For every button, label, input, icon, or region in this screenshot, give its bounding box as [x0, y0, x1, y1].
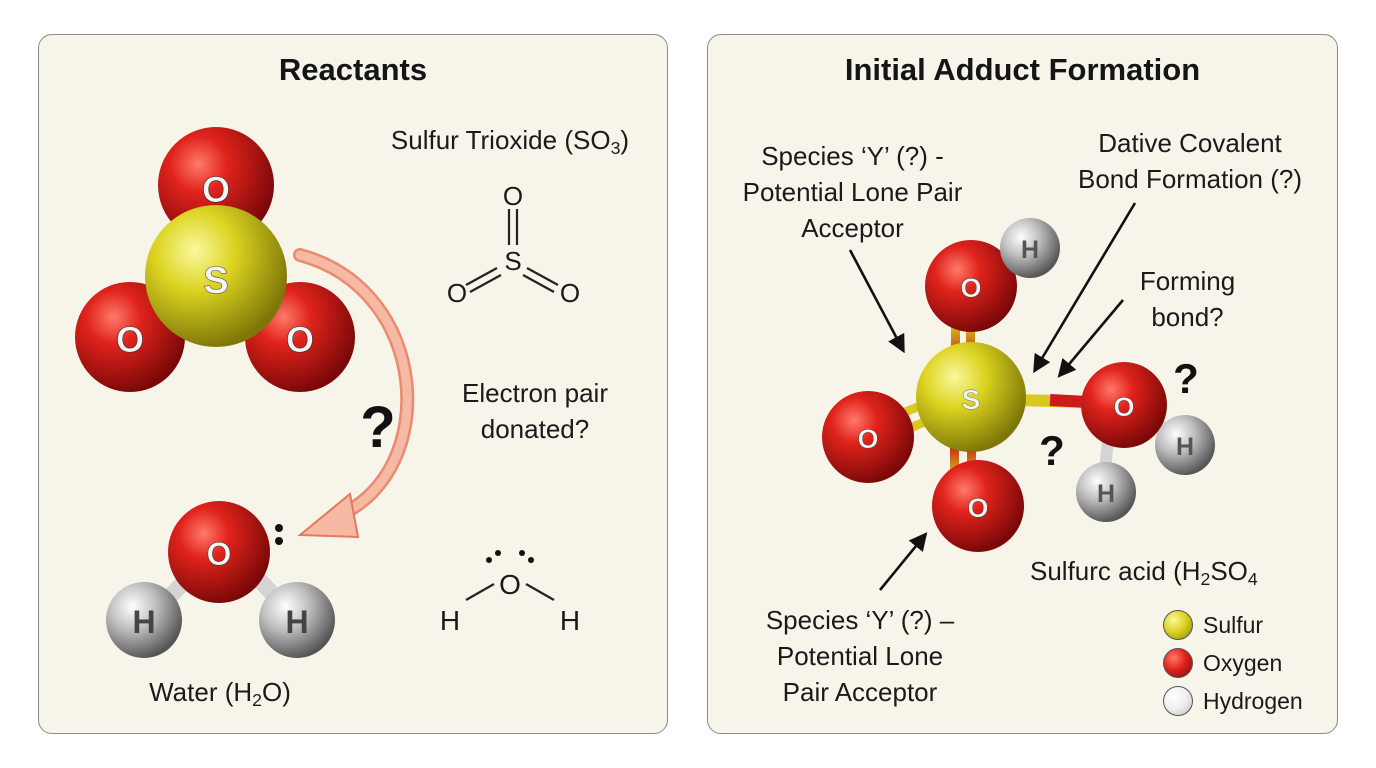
- atom-label-o: O: [967, 493, 988, 523]
- atom-label-o: O: [286, 319, 314, 360]
- atom-label-o: O: [499, 569, 521, 600]
- water-structure-formula: H O H: [440, 550, 580, 636]
- lone-pair-dot: [495, 550, 501, 556]
- lone-pair-dot: [275, 537, 283, 545]
- atom-label-h: H: [132, 604, 155, 640]
- reactants-title: Reactants: [278, 52, 428, 87]
- question-mark: ?: [1173, 355, 1199, 402]
- hydrogen-atom: [259, 582, 335, 658]
- oxygen-atom: [932, 460, 1024, 552]
- sulfuric-acid-label: Sulfurc acid (H2SO4: [1030, 556, 1258, 589]
- arrow-icon: [878, 532, 928, 591]
- atom-label-s: S: [203, 260, 228, 302]
- atom-label-o: O: [202, 169, 230, 210]
- atom-label-o: O: [560, 278, 580, 308]
- arrow-icon: [848, 249, 905, 354]
- electron-pair-label: Electron pair donated?: [462, 378, 608, 444]
- pointer-arrows: [848, 202, 1137, 591]
- legend-label: Oxygen: [1203, 649, 1283, 676]
- legend-item-sulfur: Sulfur: [1163, 606, 1333, 644]
- atom-label-h: H: [1021, 236, 1039, 264]
- sulfur-swatch-icon: [1163, 610, 1193, 640]
- atom-legend: Sulfur Oxygen Hydrogen: [1163, 606, 1333, 720]
- arrow-icon: [1057, 299, 1124, 378]
- legend-label: Sulfur: [1203, 611, 1264, 638]
- water-label: Water (H2O): [149, 677, 291, 710]
- legend-item-oxygen: Oxygen: [1163, 644, 1333, 682]
- sulfur-atom: [916, 342, 1026, 452]
- hydrogen-atom: [1000, 218, 1060, 278]
- so3-label: Sulfur Trioxide (SO3): [390, 125, 630, 158]
- question-mark: ?: [360, 395, 395, 460]
- hydrogen-swatch-icon: [1163, 686, 1193, 716]
- so3-structure-formula: [465, 209, 559, 293]
- atom-label-o: O: [1113, 392, 1134, 422]
- lone-pair-dot: [486, 557, 492, 563]
- atom-label-h: H: [1176, 433, 1194, 461]
- arrow-head-icon: [297, 492, 360, 539]
- atom-label-h: H: [285, 604, 308, 640]
- adduct-title: Initial Adduct Formation: [844, 52, 1201, 87]
- oxygen-atom: [168, 501, 270, 603]
- species-y-bottom-label: Species ‘Y’ (?) – Potential Lone Pair Ac…: [765, 605, 955, 707]
- legend-label: Hydrogen: [1203, 687, 1303, 714]
- atom-label-h: H: [560, 605, 580, 636]
- hydrogen-atom: [1155, 415, 1215, 475]
- lone-pair-dot: [275, 524, 283, 532]
- atom-label-o: O: [116, 319, 144, 360]
- lone-pair-dot: [519, 550, 525, 556]
- oxygen-swatch-icon: [1163, 648, 1193, 678]
- arrow-icon: [1033, 202, 1137, 374]
- hydrogen-atom: [1076, 462, 1136, 522]
- atom-label-o: O: [857, 424, 878, 454]
- atom-label-o: O: [960, 273, 981, 303]
- dative-bond-label: Dative Covalent Bond Formation (?): [1078, 128, 1302, 194]
- atom-label-s: S: [962, 384, 981, 415]
- legend-item-hydrogen: Hydrogen: [1163, 682, 1333, 720]
- forming-bond-label: Forming bond?: [1139, 266, 1236, 332]
- water-ball-model: O H H: [106, 501, 335, 658]
- species-y-top-label: Species ‘Y’ (?) - Potential Lone Pair Ac…: [742, 141, 963, 243]
- so3-ball-model: O S O O: [75, 127, 355, 392]
- atom-label-s: S: [504, 246, 521, 276]
- question-mark: ?: [1039, 427, 1065, 474]
- atom-label-h: H: [1097, 480, 1115, 508]
- sulfur-atom: [145, 205, 287, 347]
- lone-pair-dot: [528, 557, 534, 563]
- electron-transfer-arrow: [293, 248, 415, 539]
- atom-label-h: H: [440, 605, 460, 636]
- hydrogen-atom: [106, 582, 182, 658]
- atom-label-o: O: [503, 181, 523, 211]
- atom-label-o: O: [447, 278, 467, 308]
- atom-label-o: O: [207, 536, 232, 572]
- oxygen-atom: [822, 391, 914, 483]
- oxygen-atom: [925, 240, 1017, 332]
- oxygen-atom: [1081, 362, 1167, 448]
- adduct-ball-model: O H S O O O H H: [822, 218, 1215, 552]
